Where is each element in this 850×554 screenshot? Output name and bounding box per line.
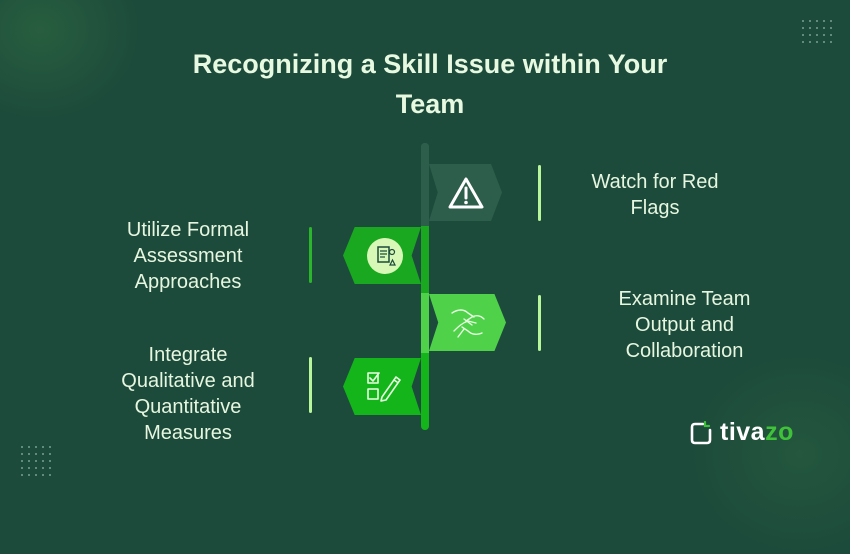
step-4-accent-bar — [309, 357, 312, 413]
step-1-label: Watch for Red Flags — [591, 171, 719, 219]
step-3-accent-bar — [538, 295, 541, 351]
pole-segment-4 — [421, 353, 429, 430]
checklist-pencil-icon — [367, 371, 401, 402]
tivazo-logo: tivazo — [690, 418, 794, 447]
step-2-label: Utilize Formal Assessment Approaches — [126, 219, 250, 293]
warning-triangle-icon — [448, 177, 483, 208]
background-glow-bottom-right — [690, 354, 850, 554]
title-line-1: Recognizing a Skill Issue within Your — [192, 49, 668, 79]
background-glow-top-left — [0, 0, 140, 120]
step-2-accent-bar — [309, 227, 312, 283]
team-hands-icon — [450, 308, 485, 338]
title-line-2: Team — [395, 89, 465, 119]
pole-segment-3 — [421, 293, 429, 353]
step-4-label: Integrate Qualitative and Quantitative M… — [121, 344, 255, 444]
step-4-flag — [343, 358, 421, 415]
pole-segment-1 — [421, 143, 429, 226]
decorative-dot-grid-top-right — [800, 18, 834, 45]
logo-text: tivazo — [720, 418, 794, 446]
logo-mark-icon — [690, 420, 712, 444]
step-1-flag — [429, 164, 502, 221]
pole-segment-2 — [421, 226, 429, 293]
assessment-document-icon — [367, 237, 403, 274]
step-2-flag — [343, 227, 421, 284]
step-3-label: Examine Team Output and Collaboration — [618, 288, 751, 362]
step-1-accent-bar — [538, 165, 541, 221]
page-title: Recognizing a Skill Issue within Your Te… — [150, 44, 710, 124]
step-3-flag — [429, 294, 506, 351]
decorative-dot-grid-bottom-left — [19, 444, 53, 478]
